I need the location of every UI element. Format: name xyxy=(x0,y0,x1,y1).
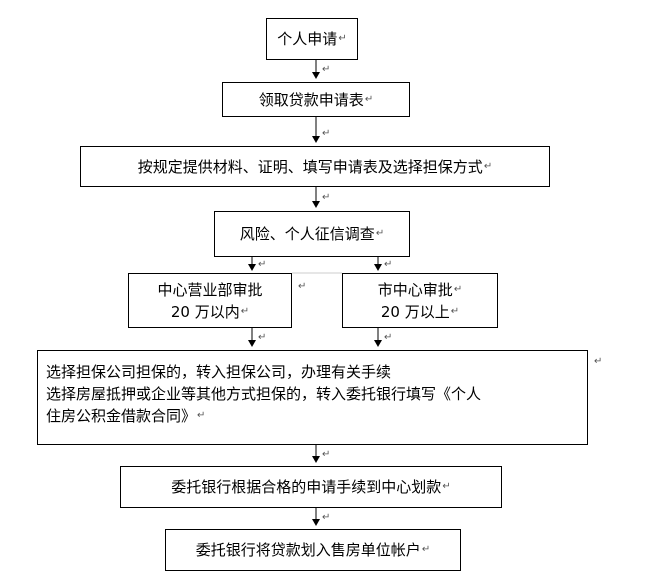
return-mark: ↵ xyxy=(240,305,250,317)
return-mark: ↵ xyxy=(442,481,451,492)
step-bank-request-funds: 委托银行根据合格的申请手续到中心划款↵ xyxy=(120,466,502,508)
arrow-head xyxy=(248,340,256,347)
branch-city-center-approval: 市中心审批↵ 20 万以上↵ xyxy=(342,273,498,328)
branch-center-dept-approval: 中心营业部审批 20 万以内↵ xyxy=(128,273,292,328)
return-mark: ↵ xyxy=(197,410,206,421)
step-bank-transfer-to-seller: 委托银行将贷款划入售房单位帐户↵ xyxy=(165,529,461,571)
step-get-loan-form: 领取贷款申请表↵ xyxy=(222,82,410,117)
return-mark: ↵ xyxy=(258,332,267,343)
step-personal-application-text: 个人申请 xyxy=(277,30,338,48)
arrow-head xyxy=(312,72,320,79)
step-get-loan-form-text: 领取贷款申请表 xyxy=(258,90,364,109)
return-mark: ↵ xyxy=(322,64,331,75)
branch-left-limit: 20 万以内 xyxy=(170,302,240,321)
step-risk-credit-check: 风险、个人征信调查↵ xyxy=(214,211,410,257)
return-mark: ↵ xyxy=(450,305,460,317)
return-mark: ↵ xyxy=(453,283,463,295)
return-mark: ↵ xyxy=(258,259,267,270)
guarantee-line-1: 选择担保公司担保的，转入担保公司，办理有关手续 xyxy=(46,363,392,381)
step-bank-request-funds-text: 委托银行根据合格的申请手续到中心划款 xyxy=(171,478,442,496)
arrow-head xyxy=(312,456,320,463)
branch-left-title: 中心营业部审批 xyxy=(157,280,263,299)
branch-right-limit: 20 万以上 xyxy=(380,302,450,321)
return-mark: ↵ xyxy=(322,512,331,523)
branch-right-title: 市中心审批 xyxy=(377,280,453,299)
return-mark: ↵ xyxy=(594,356,603,367)
arrow-head xyxy=(374,264,382,271)
guarantee-line-2: 选择房屋抵押或企业等其他方式担保的，转入委托银行填写《个人 xyxy=(46,385,482,403)
step-guarantee-handling: 选择担保公司担保的，转入担保公司，办理有关手续 选择房屋抵押或企业等其他方式担保… xyxy=(37,350,588,445)
step-risk-credit-check-text: 风险、个人征信调查 xyxy=(239,225,375,243)
arrow-head xyxy=(312,519,320,526)
return-mark: ↵ xyxy=(298,281,307,292)
return-mark: ↵ xyxy=(483,160,493,172)
step-submit-materials: 按规定提供材料、证明、填写申请表及选择担保方式↵ xyxy=(80,146,550,187)
return-mark: ↵ xyxy=(338,33,347,44)
return-mark: ↵ xyxy=(322,449,331,460)
return-mark: ↵ xyxy=(421,544,431,555)
return-mark: ↵ xyxy=(322,128,331,139)
arrow-head xyxy=(374,340,382,347)
step-personal-application: 个人申请↵ xyxy=(266,18,358,60)
guarantee-line-3: 住房公积金借款合同》 xyxy=(46,407,197,425)
return-mark: ↵ xyxy=(375,228,385,239)
return-mark: ↵ xyxy=(364,93,374,105)
return-mark: ↵ xyxy=(384,259,393,270)
arrow-head xyxy=(248,264,256,271)
step-bank-transfer-to-seller-text: 委托银行将贷款划入售房单位帐户 xyxy=(195,541,421,559)
arrow-head xyxy=(312,136,320,143)
step-submit-materials-text: 按规定提供材料、证明、填写申请表及选择担保方式 xyxy=(137,157,483,176)
return-mark: ↵ xyxy=(322,192,331,203)
return-mark: ↵ xyxy=(384,332,393,343)
arrow-head xyxy=(312,201,320,208)
